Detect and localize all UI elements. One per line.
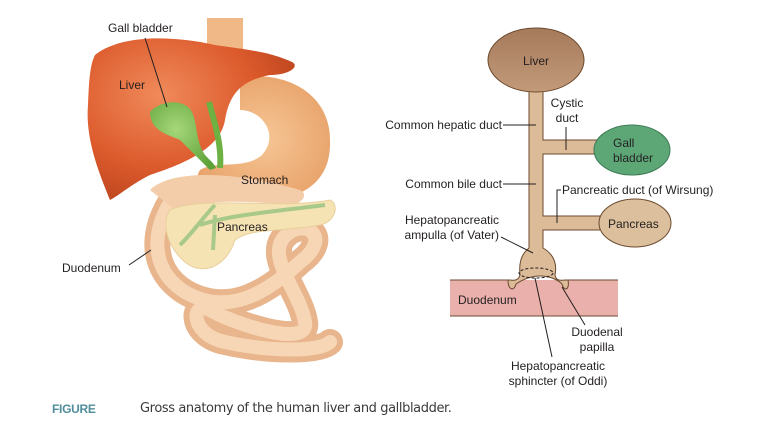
label-sphincter-2: sphincter (of Oddi): [509, 374, 608, 388]
label-pancreas: Pancreas: [217, 220, 268, 234]
leader-pancreatic-duct: [556, 189, 561, 223]
stomach-shape: [197, 76, 331, 201]
duct-tree: [507, 87, 601, 290]
label-cystic-duct-1: Cystic: [551, 96, 584, 110]
label-duodenal-papilla-2: papilla: [580, 340, 615, 354]
leader-sphincter: [534, 277, 553, 358]
label-duodenum: Duodenum: [62, 261, 121, 275]
figure-label: FIGURE: [52, 402, 96, 416]
schematic-liver: [487, 27, 585, 93]
duodenum-upper-shape: [150, 175, 305, 210]
label-gall-bladder: Gall bladder: [108, 21, 173, 35]
leader-duodenal-papilla: [561, 286, 586, 326]
label-liver: Liver: [119, 78, 145, 92]
leader-duodenum: [128, 249, 152, 266]
sphincter-ring: [518, 267, 554, 279]
bile-duct-shape: [206, 101, 224, 169]
schematic-pancreas: [598, 198, 672, 248]
figure-caption-text: Gross anatomy of the human liver and gal…: [140, 401, 452, 416]
label-common-bile-duct: Common bile duct: [405, 177, 502, 191]
gallbladder-shape: [150, 102, 216, 170]
label-pancreatic-duct: Pancreatic duct (of Wirsung): [562, 183, 713, 197]
label-ampulla-1: Hepatopancreatic: [405, 213, 499, 227]
schematic-pancreas-label: Pancreas: [608, 217, 659, 231]
schematic-gallbladder: [593, 124, 671, 176]
label-stomach: Stomach: [241, 173, 288, 187]
label-common-hepatic-duct: Common hepatic duct: [385, 118, 502, 132]
leader-ampulla: [500, 236, 534, 254]
anatomical-illustration: Gall bladder Liver Stomach Pancreas Duod…: [62, 18, 343, 363]
small-intestine-shape: [144, 182, 343, 363]
schematic-gallbladder-label-1: Gall: [613, 136, 634, 150]
label-duodenal-papilla-1: Duodenal: [571, 325, 622, 339]
pancreatic-duct-branches: [178, 203, 326, 251]
schematic-duodenum-label: Duodenum: [458, 293, 517, 307]
label-ampulla-2: ampulla (of Vater): [405, 228, 499, 242]
label-cystic-duct-2: duct: [556, 111, 579, 125]
leader-gall-bladder: [144, 37, 168, 108]
label-sphincter-1: Hepatopancreatic: [511, 359, 605, 373]
duct-schematic: Liver Gall bladder Pancreas Duodenum Com…: [385, 27, 713, 388]
schematic-gallbladder-label-2: bladder: [613, 151, 653, 165]
schematic-liver-label: Liver: [523, 54, 549, 68]
pancreas-shape: [165, 199, 336, 270]
duodenum-band: [450, 280, 618, 316]
